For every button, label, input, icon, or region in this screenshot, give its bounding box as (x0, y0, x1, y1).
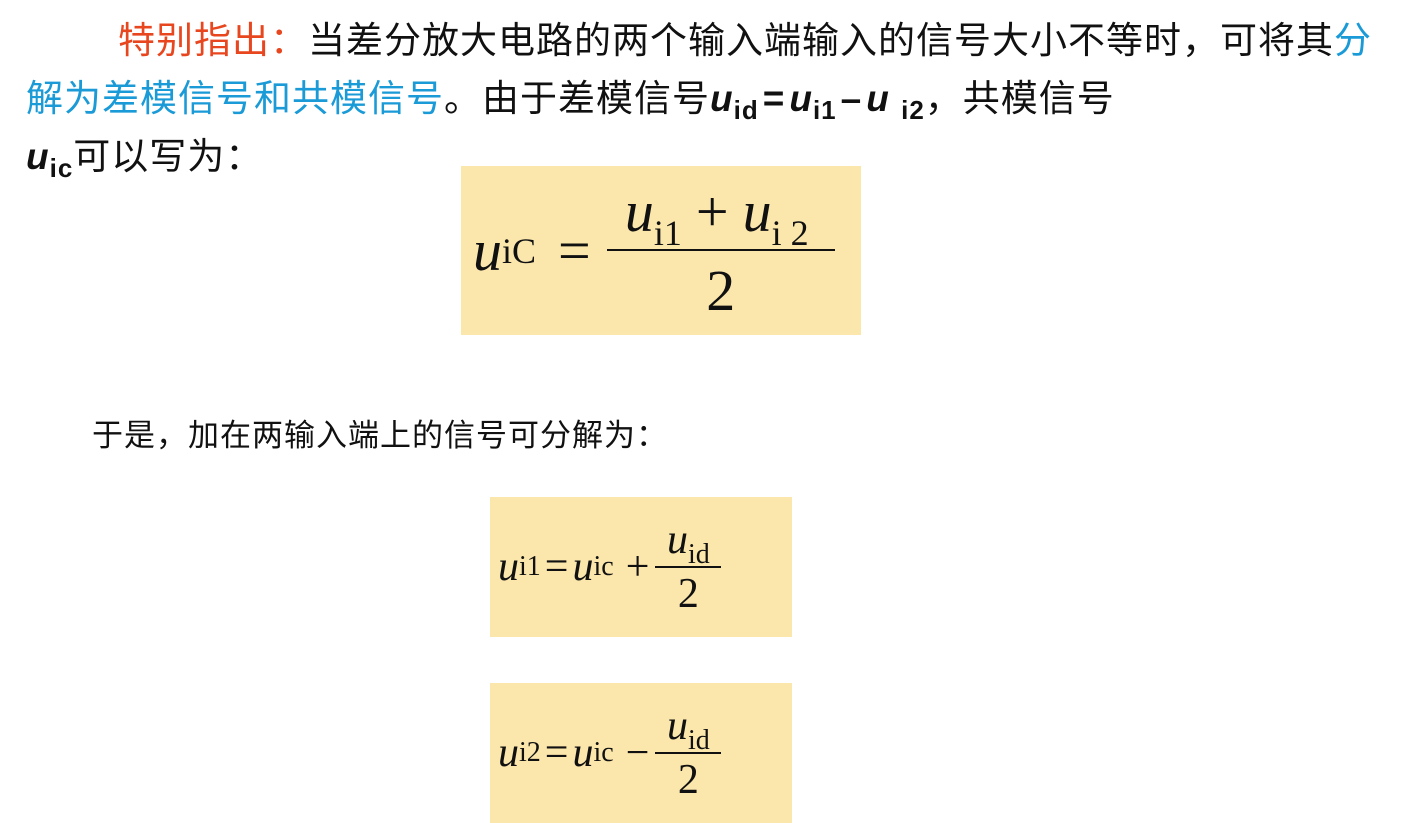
inline-var-ui2: u i2 (866, 78, 925, 123)
formula-equals: = (544, 544, 569, 590)
formula-fraction: uid 2 (655, 702, 722, 804)
note-label: 特别指出： (118, 19, 308, 62)
paragraph-text-4: 可以写为： (73, 135, 264, 178)
var-subscript: i2 (901, 95, 925, 125)
decomposition-caption: 于是，加在两输入端上的信号可分解为： (92, 418, 668, 454)
fraction-numerator: ui1+ui 2 (621, 178, 821, 251)
formula-lhs-var: u (498, 730, 519, 776)
inline-var-uic: uic (26, 136, 73, 181)
intro-paragraph: 特别指出：当差分放大电路的两个输入端输入的信号大小不等时，可将其分解为差模信号和… (26, 12, 1396, 186)
formula-equals: = (544, 730, 569, 776)
inline-equals: = (762, 78, 786, 119)
formula-rhs-var: u (572, 544, 594, 590)
fraction-numerator: uid (665, 516, 712, 569)
numerator-sub-2: i 2 (771, 212, 809, 253)
numerator-sub: id (687, 725, 710, 756)
fraction-bar (606, 248, 835, 251)
var-letter: u (866, 78, 890, 119)
formula-minus: − (625, 730, 650, 776)
numerator-var: u (666, 703, 688, 749)
formula-lhs-var: u (473, 218, 502, 283)
var-subscript: id (733, 95, 759, 125)
formula-equals: = (558, 218, 591, 283)
formula-rhs-var: u (572, 730, 594, 776)
inline-minus: – (840, 78, 863, 119)
numerator-sub-1: i1 (653, 212, 682, 253)
paragraph-text-2: 。由于差模信号 (444, 77, 710, 120)
var-letter: u (710, 78, 734, 119)
var-subscript: i1 (812, 95, 837, 125)
var-letter: u (26, 136, 50, 177)
fraction-denominator: 2 (677, 571, 699, 617)
paragraph-text-3: ，共模信号 (924, 77, 1115, 120)
fraction-denominator: 2 (677, 757, 699, 803)
fraction-bar (655, 566, 722, 568)
formula-lhs-var: u (498, 544, 519, 590)
fraction-bar (655, 752, 722, 754)
var-letter: u (789, 78, 813, 119)
fraction-denominator: 2 (706, 257, 736, 323)
formula-plus: + (625, 544, 650, 590)
numerator-var: u (666, 517, 688, 563)
formula-fraction: uid 2 (655, 516, 722, 618)
numerator-var-2: u (742, 178, 772, 244)
highlighted-phrase: 分解为差模信号和共模信号 (26, 19, 1372, 120)
numerator-plus: + (695, 178, 729, 244)
var-subscript: ic (49, 153, 74, 183)
paragraph-text-1: 当差分放大电路的两个输入端输入的信号大小不等时，可将其 (308, 19, 1334, 62)
numerator-var-1: u (624, 178, 654, 244)
formula-fraction: ui1+ui 2 2 (606, 178, 835, 324)
fraction-numerator: uid (665, 702, 712, 755)
numerator-sub: id (687, 539, 710, 570)
inline-var-uid: uid (710, 78, 759, 123)
inline-var-ui1: ui1 (789, 78, 836, 123)
